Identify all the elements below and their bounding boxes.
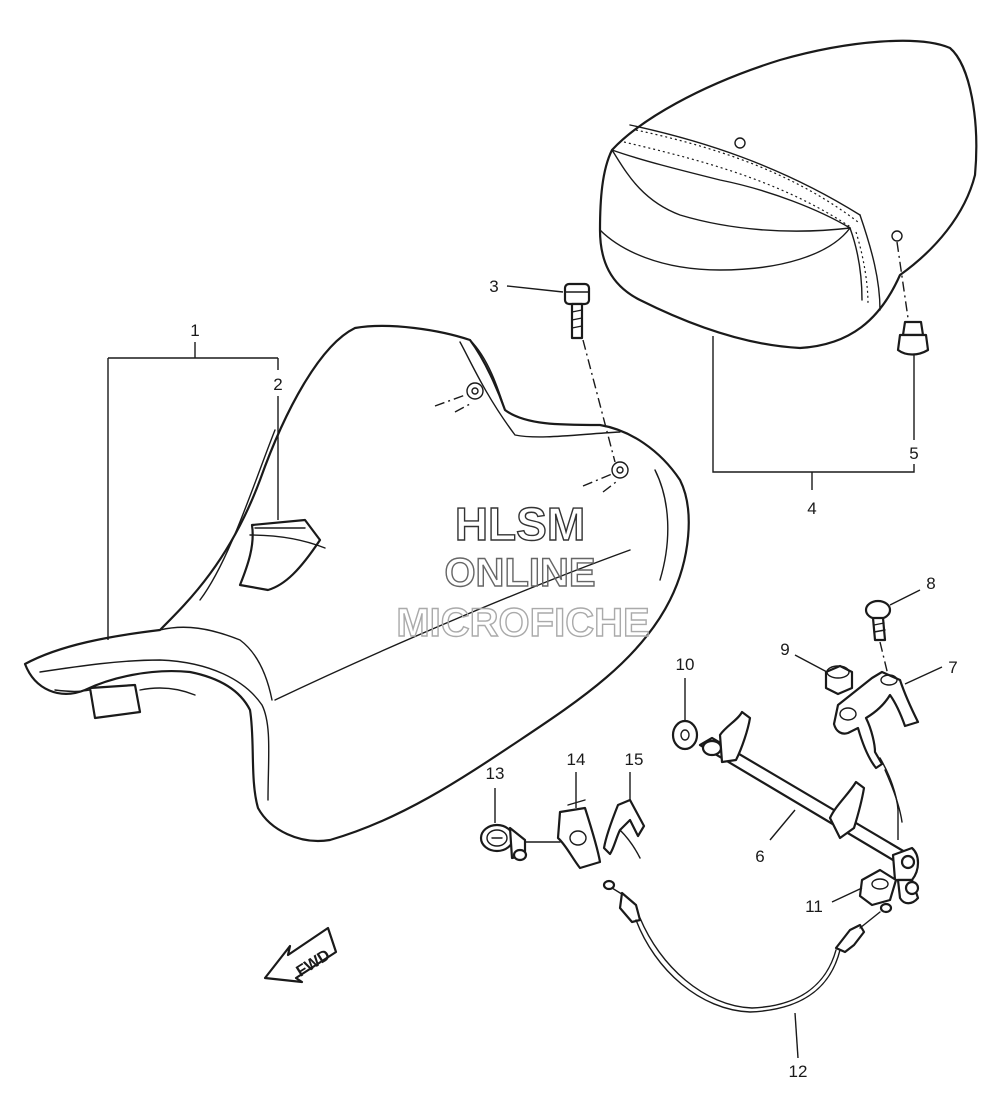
callout-12: 12 xyxy=(789,1062,808,1081)
callout-4: 4 xyxy=(807,499,816,518)
callout-5: 5 xyxy=(909,444,918,463)
collar[interactable] xyxy=(824,664,854,696)
rider-seat[interactable] xyxy=(23,324,690,843)
callout-15: 15 xyxy=(625,750,644,769)
watermark-line-3: MICROFICHE xyxy=(396,601,649,645)
screw[interactable] xyxy=(864,599,892,676)
spring-clip[interactable] xyxy=(602,798,646,859)
callout-13: 13 xyxy=(486,764,505,783)
callout-11: 11 xyxy=(805,897,823,916)
callout-1: 1 xyxy=(190,321,199,340)
bolt[interactable] xyxy=(563,282,616,463)
fwd-arrow: FWD xyxy=(263,926,338,984)
callout-9: 9 xyxy=(780,640,789,659)
leader-lines xyxy=(107,285,943,1059)
callout-10: 10 xyxy=(676,655,695,674)
callout-14: 14 xyxy=(567,750,586,769)
cable[interactable] xyxy=(602,879,893,1013)
washer[interactable] xyxy=(671,719,699,751)
callouts: 1 2 3 4 5 6 7 8 9 10 11 12 13 14 15 xyxy=(190,277,957,1081)
callout-3: 3 xyxy=(489,277,498,296)
callout-6: 6 xyxy=(755,847,764,866)
lock-cylinder[interactable] xyxy=(479,823,561,862)
callout-2: 2 xyxy=(273,375,282,394)
watermark-line-1: HLSM xyxy=(455,498,585,550)
callout-8: 8 xyxy=(926,574,935,593)
passenger-seat[interactable] xyxy=(598,39,978,350)
bracket[interactable] xyxy=(832,670,920,823)
watermark: HLSM ONLINE MICROFICHE xyxy=(396,497,651,645)
clip[interactable] xyxy=(858,868,898,907)
seat-lock-rod[interactable] xyxy=(698,710,920,905)
damper[interactable] xyxy=(896,320,930,356)
lock-plate[interactable] xyxy=(556,799,602,870)
watermark-line-2: ONLINE xyxy=(444,551,595,595)
callout-7: 7 xyxy=(948,658,957,677)
